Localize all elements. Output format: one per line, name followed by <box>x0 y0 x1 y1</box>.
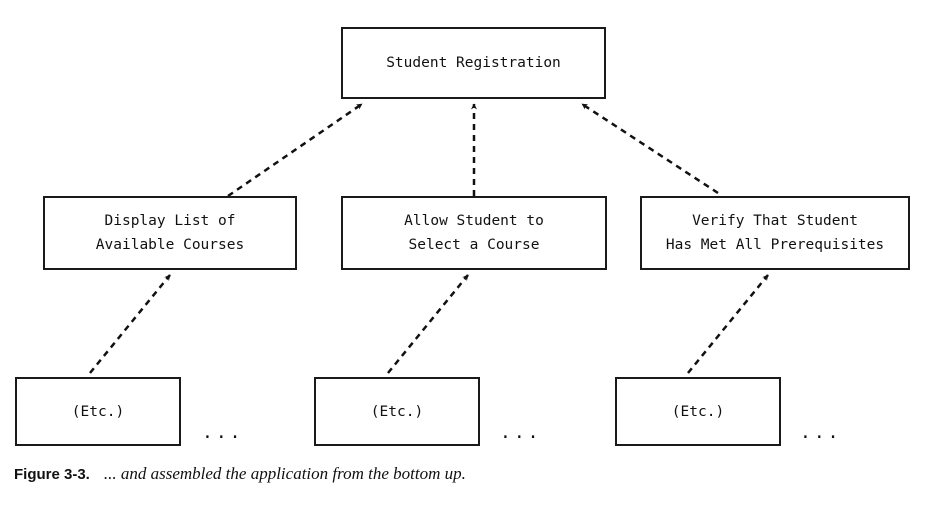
leaf-node-etc: (Etc.) <box>314 377 480 446</box>
module-label-line2: Select a Course <box>408 237 540 253</box>
module-label-line1: Verify That Student <box>692 213 858 229</box>
arrow-verify-to-root <box>581 102 719 195</box>
ellipsis: ... <box>800 422 842 443</box>
module-label-line1: Display List of <box>104 213 236 229</box>
caption-text: ... and assembled the application from t… <box>103 464 466 483</box>
arrow-display-to-root <box>227 102 363 198</box>
ellipsis: ... <box>202 422 244 443</box>
dependency-arrows <box>89 102 769 374</box>
root-node-student-registration: Student Registration <box>341 27 606 99</box>
arrow-leaf2-to-allow <box>387 274 469 374</box>
leaf-label: (Etc.) <box>71 403 125 420</box>
leaf-node-etc: (Etc.) <box>15 377 181 446</box>
module-node-verify-prerequisites: Verify That Student Has Met All Prerequi… <box>640 196 910 270</box>
root-label: Student Registration <box>386 55 561 71</box>
leaf-label: (Etc.) <box>671 403 725 420</box>
figure-number: Figure 3-3. <box>14 466 90 483</box>
module-node-display-courses: Display List of Available Courses <box>43 196 297 270</box>
module-label-line2: Has Met All Prerequisites <box>665 237 885 253</box>
module-node-select-course: Allow Student to Select a Course <box>341 196 607 270</box>
module-label-line1: Allow Student to <box>404 213 544 229</box>
module-label-line2: Available Courses <box>95 237 245 253</box>
leaf-label: (Etc.) <box>370 403 424 420</box>
arrow-leaf1-to-display <box>89 274 171 374</box>
ellipsis: ... <box>500 422 542 443</box>
leaf-node-etc: (Etc.) <box>615 377 781 446</box>
arrow-leaf3-to-verify <box>687 274 769 374</box>
figure-caption: Figure 3-3. ... and assembled the applica… <box>14 464 466 484</box>
